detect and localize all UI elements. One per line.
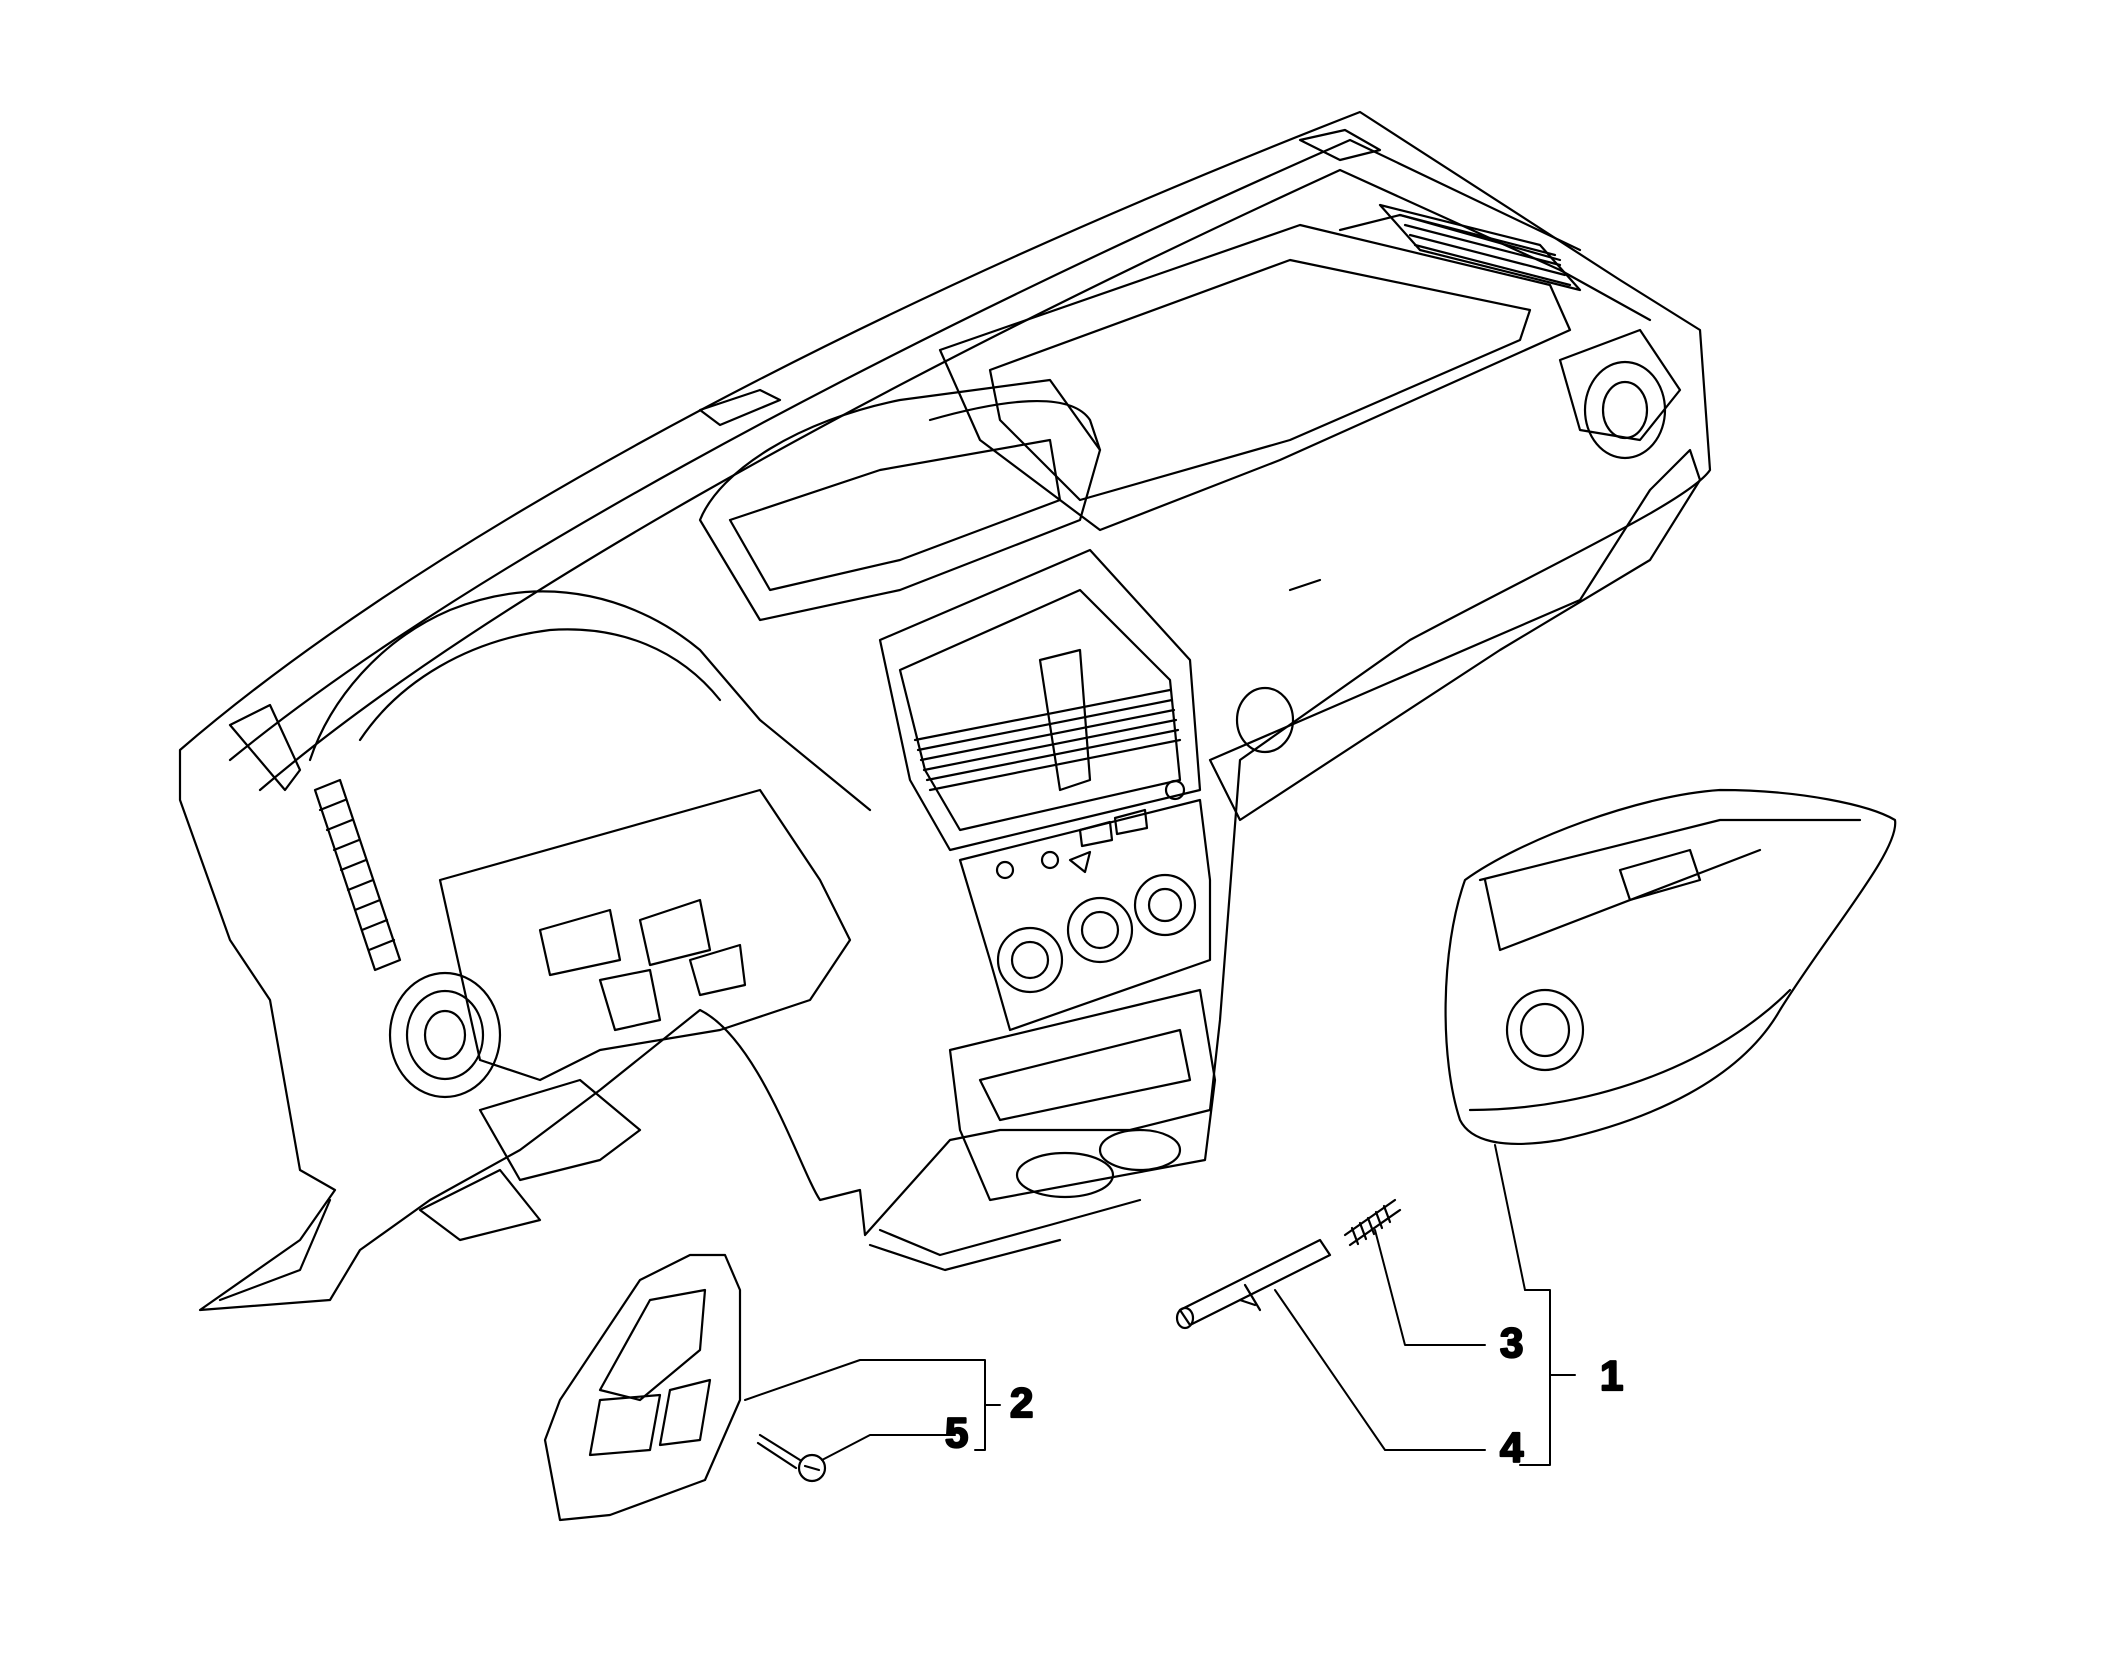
callout-4: 4	[1500, 1424, 1524, 1471]
cup-holder-right-icon	[1098, 1128, 1182, 1172]
center-top-recess	[698, 378, 1102, 622]
spring-part	[1343, 1198, 1402, 1247]
instrument-cluster-hood	[308, 590, 872, 1082]
callout-5: 5	[945, 1409, 968, 1456]
passenger-top-recess	[938, 213, 1572, 532]
glovebox-handle-icon	[1505, 988, 1585, 1072]
callout-3: 3	[1500, 1319, 1523, 1366]
left-vent-icon	[313, 778, 402, 972]
glovebox-lock-recess-icon	[1235, 686, 1295, 754]
right-round-vent-icon	[1583, 360, 1667, 460]
dashboard-top-ridge	[228, 138, 1582, 762]
climate-knob-right-icon	[1133, 873, 1197, 937]
callout-1: 1	[1600, 1352, 1623, 1399]
leader-lines	[744, 1144, 1576, 1466]
callout-2: 2	[1010, 1379, 1033, 1426]
center-console	[868, 988, 1217, 1272]
left-round-vent-icon	[388, 971, 502, 1099]
left-corner-bracket	[228, 703, 302, 792]
side-bezel-part	[543, 1253, 742, 1522]
dashboard-outline	[178, 110, 1712, 1312]
callouts: 1 2 3 4 5	[944, 1318, 1625, 1472]
climate-knob-center-icon	[1066, 896, 1134, 964]
climate-control-panel	[958, 779, 1212, 1032]
glovebox-door-outline	[1444, 788, 1897, 1146]
glovebox-opening	[1208, 328, 1702, 822]
dashboard-assembly	[178, 110, 1712, 1312]
lock-pin-part	[1175, 1238, 1332, 1330]
glovebox-door-assembly	[1444, 788, 1897, 1146]
climate-knob-left-icon	[996, 926, 1064, 994]
left-lower-structure	[218, 1078, 642, 1302]
cup-holder-left-icon	[1015, 1151, 1115, 1199]
central-vent-block	[878, 548, 1202, 852]
screw-part	[756, 1433, 827, 1483]
